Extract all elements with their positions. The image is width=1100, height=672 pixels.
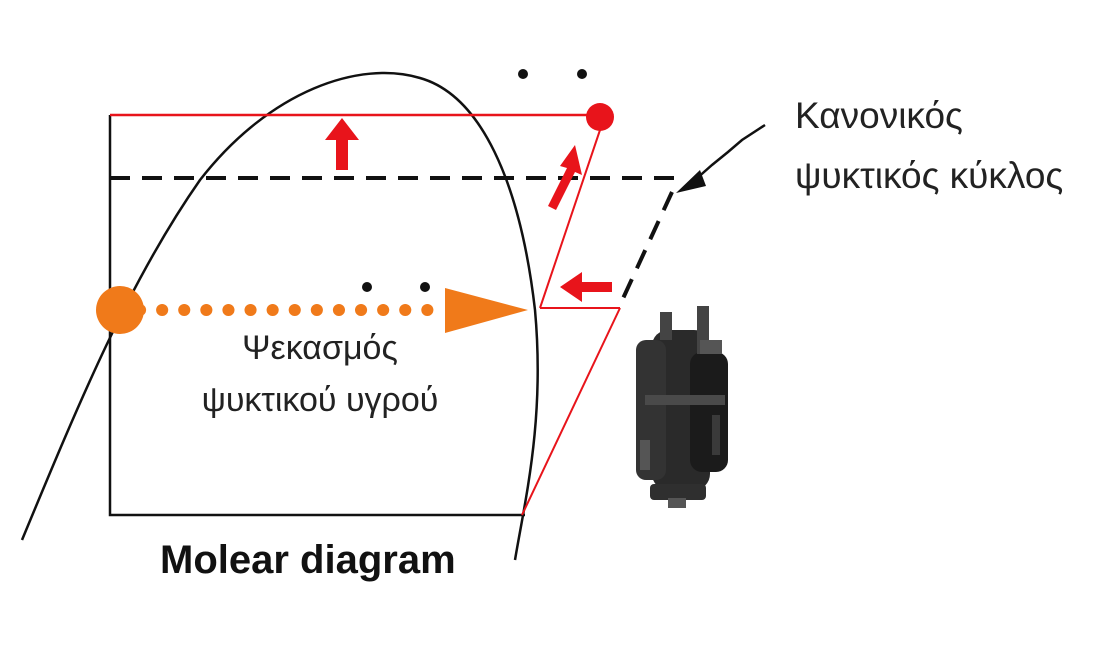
red-end-point: [586, 103, 614, 131]
dot-marker: [577, 69, 587, 79]
label-pointer-arrowhead: [676, 170, 706, 193]
normal-cycle-dashed-diagonal: [618, 191, 674, 306]
dot-marker: [420, 282, 430, 292]
spray-label-line-1: Ψεκασμός: [242, 329, 398, 367]
orange-start-point: [96, 286, 144, 334]
dot-marker: [362, 282, 372, 292]
cycle-box: [108, 115, 525, 517]
red-expansion-line: [521, 307, 621, 516]
spray-label-line-2: ψυκτικού υγρού: [201, 381, 439, 419]
red-up-arrow: [325, 118, 359, 170]
dot-marker: [518, 69, 528, 79]
normal-cycle-label-line-1: Κανονικός: [795, 95, 963, 136]
spray-label: Ψεκασμός ψυκτικού υγρού: [190, 322, 450, 426]
normal-cycle-label: Κανονικός ψυκτικός κύκλος: [795, 86, 1063, 206]
red-diagonal-arrow: [548, 145, 582, 210]
red-left-arrow: [560, 272, 612, 302]
red-compression-line: [539, 129, 601, 309]
compressor-image: [636, 306, 728, 508]
orange-spray-arrowhead: [445, 288, 528, 333]
diagram-title: Molear diagram: [160, 538, 456, 582]
label-pointer-line: [694, 123, 766, 181]
normal-cycle-label-line-2: ψυκτικός κύκλος: [795, 155, 1064, 196]
